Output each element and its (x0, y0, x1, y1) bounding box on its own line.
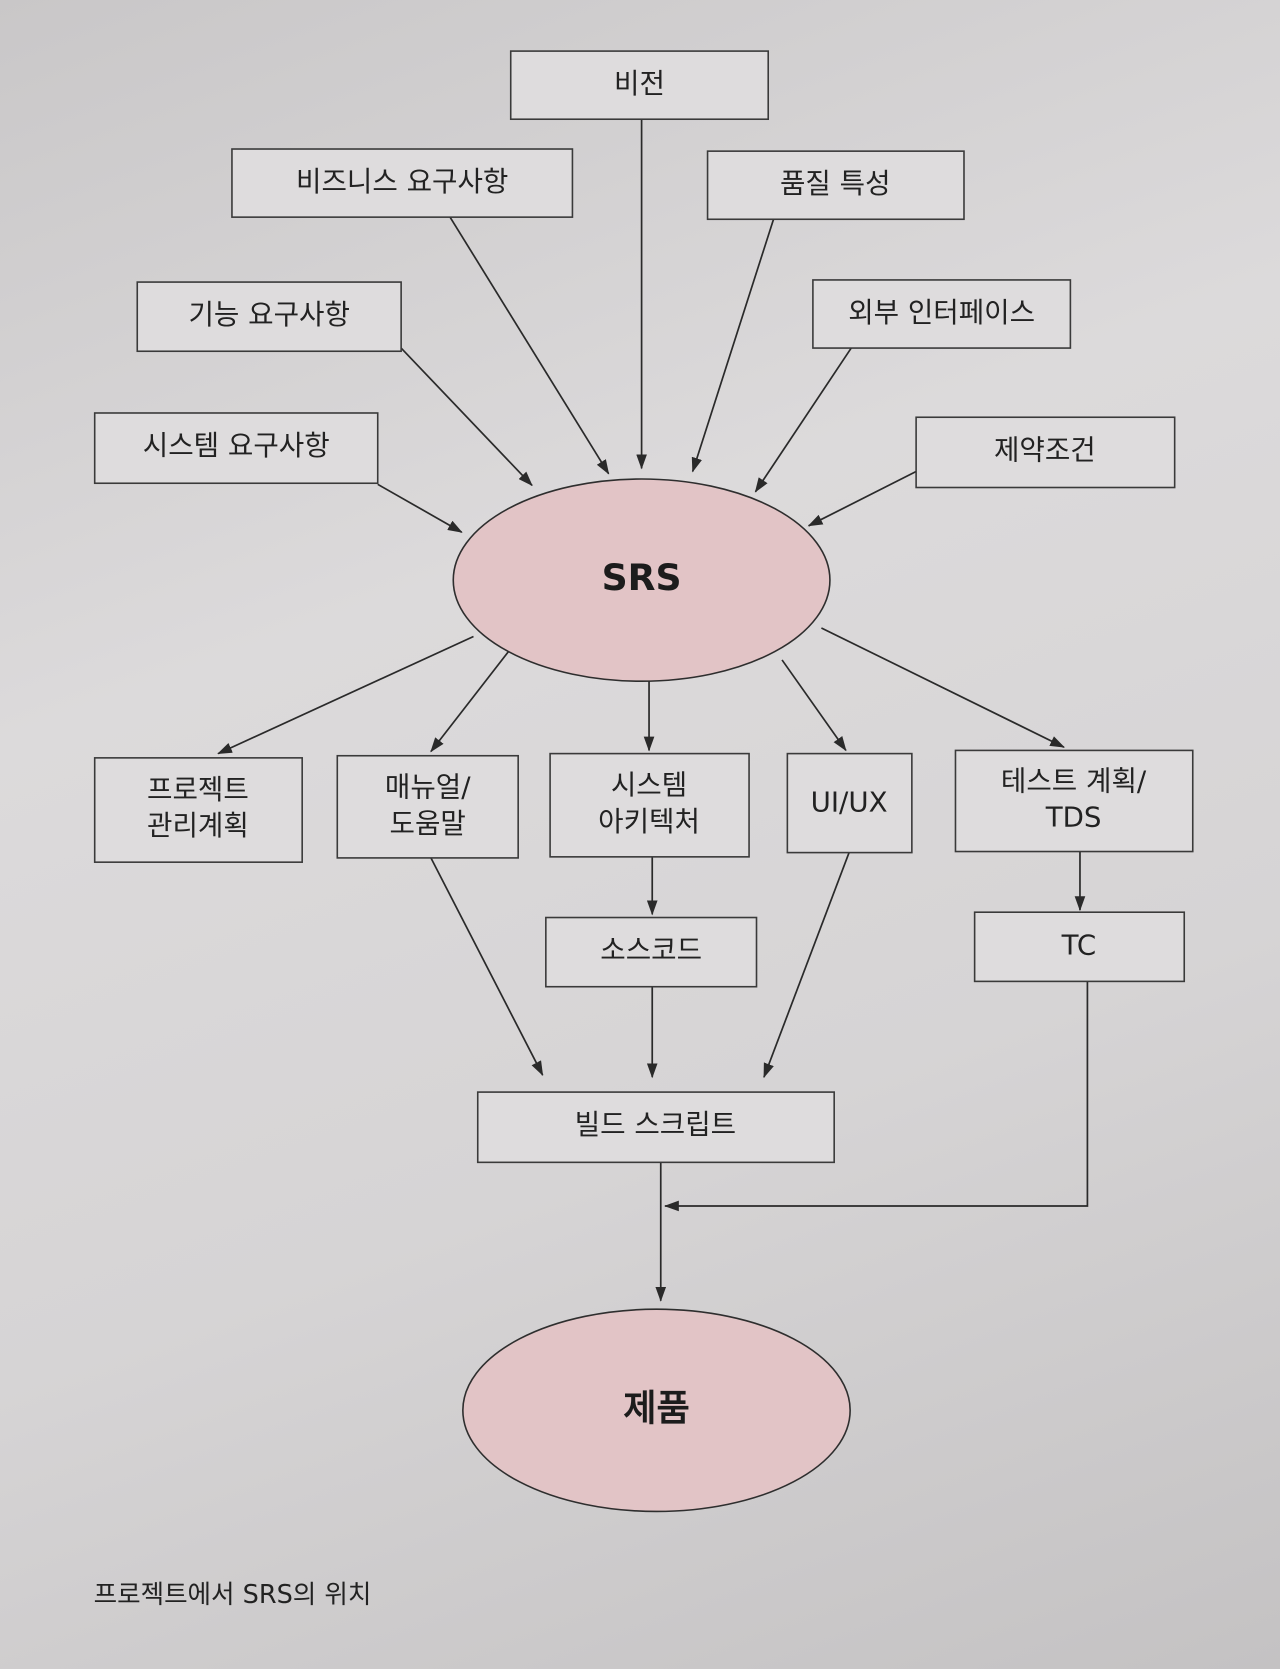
node-label: 기능 요구사항 (188, 298, 349, 331)
arrow-systemreq-srs (377, 483, 463, 533)
node-label: 테스트 계획/ (1001, 764, 1147, 797)
arrow-srs-uiux (781, 659, 847, 752)
node-build-script: 빌드 스크립트 (476, 1091, 835, 1164)
node-product: 제품 (462, 1308, 851, 1513)
node-label: 프로젝트 (147, 773, 249, 806)
node-label: 아키텍처 (598, 805, 700, 838)
arrow-constraints-srs (807, 470, 917, 527)
node-project-management: 프로젝트 관리계획 (93, 757, 303, 863)
node-label: 시스템 (611, 769, 687, 802)
node-label: 시스템 요구사항 (143, 429, 330, 462)
arrow-uiux-build (763, 852, 850, 1079)
arrow-quality-srs (691, 219, 775, 473)
node-label: SRS (602, 556, 682, 599)
node-business-requirements: 비즈니스 요구사항 (231, 148, 574, 218)
node-quality-attributes: 품질 특성 (706, 150, 965, 221)
arrow-manual-build (430, 857, 544, 1077)
node-label: 외부 인터페이스 (848, 296, 1035, 329)
node-label: 매뉴얼/ (385, 771, 471, 804)
node-label: 품질 특성 (780, 167, 891, 200)
node-label: 비즈니스 요구사항 (296, 165, 508, 198)
node-label: 제품 (623, 1386, 690, 1429)
figure-caption: 프로젝트에서 SRS의 위치 (94, 1580, 372, 1610)
node-architecture: 시스템 아키텍처 (549, 752, 750, 858)
arrows (217, 119, 1089, 1302)
arrow-external-srs (754, 347, 852, 493)
node-label: 소스코드 (600, 934, 702, 967)
arrow-srs-testplan (821, 627, 1065, 748)
node-label: 관리계획 (147, 809, 249, 842)
node-label: TDS (1045, 801, 1102, 834)
arrow-functional-srs (400, 347, 533, 487)
arrow-tc-product (663, 981, 1089, 1212)
node-label: TC (1061, 928, 1097, 961)
node-functional-requirements: 기능 요구사항 (136, 281, 402, 353)
node-label: 도움말 (390, 807, 466, 840)
node-source-code: 소스코드 (545, 916, 758, 988)
node-vision: 비전 (509, 50, 770, 121)
node-tc: TC (973, 911, 1186, 983)
node-label: 비전 (614, 67, 665, 100)
node-uiux: UI/UX (786, 752, 913, 854)
node-constraints: 제약조건 (915, 416, 1176, 489)
arrow-business-srs (449, 216, 610, 475)
node-label: 빌드 스크립트 (575, 1108, 736, 1141)
node-external-interfaces: 외부 인터페이스 (812, 279, 1072, 349)
node-label: 제약조건 (994, 433, 1096, 466)
arrow-srs-manual (430, 650, 510, 753)
node-system-requirements: 시스템 요구사항 (93, 412, 379, 485)
arrow-srs-project (217, 635, 474, 755)
node-test-plan: 테스트 계획/ TDS (954, 749, 1194, 853)
node-manual: 매뉴얼/ 도움말 (336, 754, 519, 859)
node-srs: SRS (452, 478, 831, 683)
node-label: UI/UX (811, 786, 888, 819)
